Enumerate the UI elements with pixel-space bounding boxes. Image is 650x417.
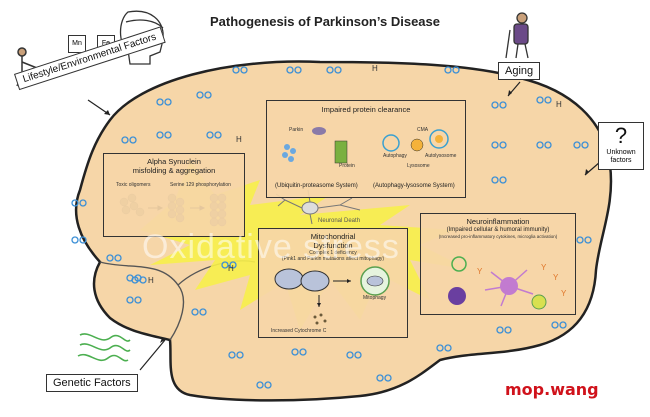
mitochondrial-title: Mitochondrial Dysfunction <box>259 232 407 250</box>
mito-sub-2: (Pink1 and Parkin mutations affect mitop… <box>281 256 385 263</box>
oxidative-stress-watermark: Oxidative stress <box>142 228 400 266</box>
diagram-title: Pathogenesis of Parkinson’s Disease <box>210 14 440 29</box>
neuroinflammation-sub: (Impaired cellular & humoral immunity) <box>446 226 550 233</box>
unknown-label-1: Unknown <box>606 149 636 156</box>
h-label: H <box>556 100 562 109</box>
ups-label: (Ubiquitin-proteasome System) <box>275 183 358 189</box>
ros-molecules <box>71 66 592 389</box>
unknown-factors-box: ? Unknown factors <box>598 122 644 170</box>
alpha-title-1: Alpha Synuclein <box>147 157 201 166</box>
mito-title-1: Mitochondrial <box>310 232 356 241</box>
mitochondrial-box: Mitochondrial Dysfunction Complex 1 defi… <box>258 228 408 338</box>
h-label: H <box>148 276 154 285</box>
protein-clearance-title: Impaired protein clearance <box>321 105 411 114</box>
genetic-factors-label: Genetic Factors <box>46 374 138 392</box>
autophagy-label: Autophagy <box>383 153 407 159</box>
h-label: H <box>372 64 378 73</box>
neuron-illustration <box>275 189 361 225</box>
alpha-title-2: misfolding & aggregation <box>132 165 216 175</box>
svg-text:Y: Y <box>553 273 559 282</box>
lysosome-label: Lysosome <box>407 163 430 169</box>
toxic-oligomers-label: Toxic oligomers <box>116 182 151 188</box>
als-label: (Autophagy-lysosome System) <box>373 183 455 189</box>
mito-subtitle: Complex 1 deficiency (Pink1 and Parkin m… <box>259 250 407 262</box>
neuronal-death-label: Neuronal Death <box>318 218 361 224</box>
dna-strands <box>77 333 131 362</box>
protein-label: Protein <box>339 163 355 169</box>
cma-label: CMA <box>417 127 429 133</box>
neuroinflammation-box: Neuroinflammation (Impaired cellular & h… <box>420 213 576 315</box>
h-label: H <box>228 264 234 273</box>
mito-title-2: Dysfunction <box>313 240 353 250</box>
aging-label: Aging <box>498 62 541 80</box>
mitochondria-illustration <box>274 266 390 325</box>
h-label: H <box>236 135 242 144</box>
svg-text:Y: Y <box>477 267 483 276</box>
neuroinflammation-sub2: (Increased pro-inflammatory cytokines, m… <box>438 233 558 239</box>
protein-clearance-illustration <box>282 127 449 164</box>
alpha-synuclein-title: Alpha Synuclein misfolding & aggregation <box>104 157 244 175</box>
parkin-label: Parkin <box>289 127 304 133</box>
cytochrome-c-label: Increased Cytochrome C <box>271 328 327 334</box>
question-mark-icon: ? <box>614 123 628 148</box>
svg-text:Y: Y <box>561 289 567 298</box>
unknown-factors-label: Unknown factors <box>599 149 643 164</box>
autolysosome-label: Autolysosome <box>425 153 457 159</box>
mito-sub-1: Complex 1 deficiency <box>309 250 357 257</box>
protein-clearance-box: Impaired protein clearance Parkin Protei… <box>266 100 466 198</box>
brand-watermark: mop.wang <box>505 380 599 399</box>
serine-129-label: Serine 129 phosphorylation <box>170 182 231 188</box>
svg-text:Y: Y <box>541 263 547 272</box>
neuroinflammation-title: Neuroinflammation <box>466 217 530 226</box>
mitophagy-label: Mitophagy <box>363 295 387 301</box>
unknown-label-2: factors <box>610 156 632 164</box>
elderly-figure <box>505 12 529 59</box>
alpha-synuclein-box: Alpha Synuclein misfolding & aggregation… <box>103 153 245 237</box>
